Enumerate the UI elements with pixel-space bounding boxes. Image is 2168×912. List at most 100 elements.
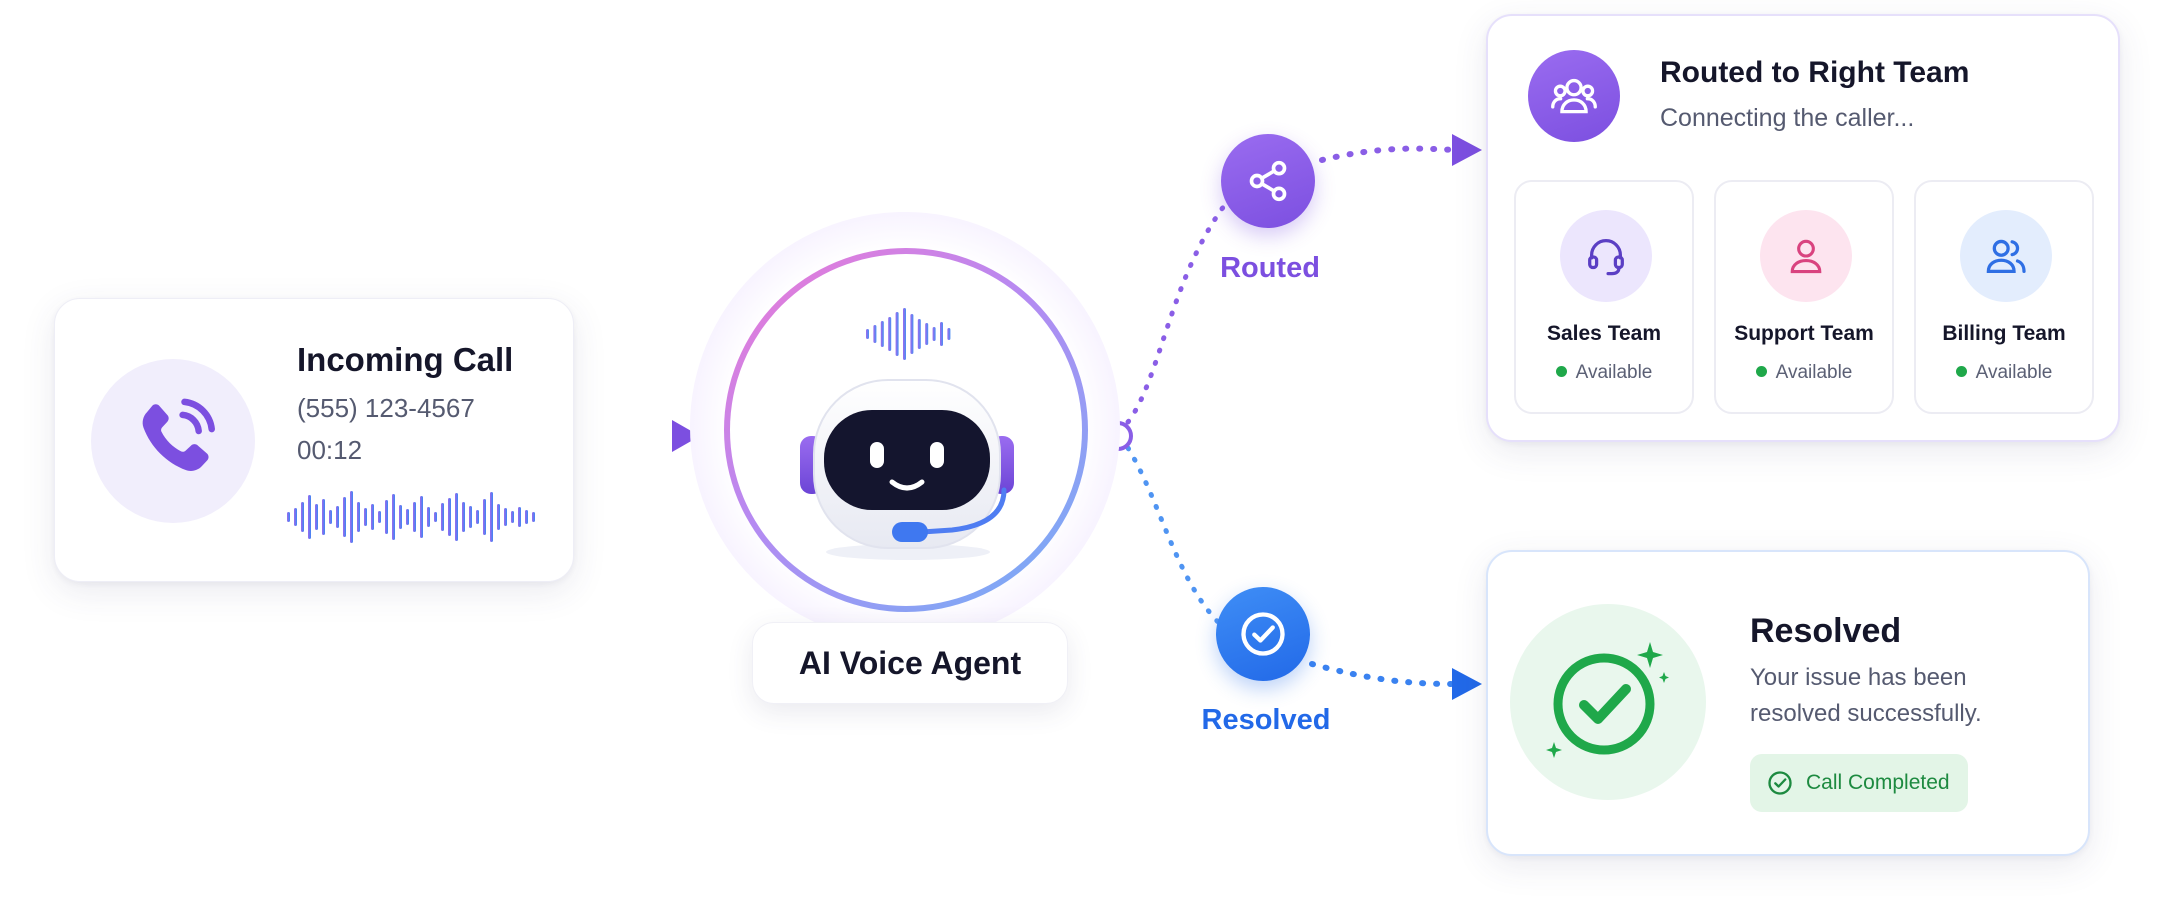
call-completed-badge[interactable]: Call Completed (1750, 754, 1968, 812)
waveform-bar (441, 503, 444, 531)
waveform-bar (910, 314, 914, 354)
waveform-bar (322, 499, 325, 535)
routed-node[interactable] (1221, 134, 1315, 228)
team-card-sales[interactable]: Sales Team Available (1514, 180, 1694, 414)
waveform-bar (448, 498, 451, 536)
waveform-bar (940, 322, 943, 346)
check-circle-icon (1241, 612, 1285, 656)
waveform-bar (873, 325, 877, 343)
waveform-bar (427, 507, 430, 527)
status-dot (1555, 366, 1567, 377)
waveform-bar (903, 308, 906, 360)
caller-number: (555) 123-4567 (297, 393, 475, 423)
status-text: Available (1575, 362, 1653, 383)
waveform-bar (532, 512, 535, 522)
waveform-bar (504, 508, 507, 526)
agent-label: AI Voice Agent (798, 644, 1022, 681)
resolved-label: Resolved (1201, 704, 1331, 736)
waveform-bar (483, 499, 486, 535)
waveform-bar (497, 504, 500, 530)
users-group-icon (1551, 78, 1597, 114)
waveform-bar (385, 500, 388, 534)
waveform-bar (343, 497, 346, 537)
team-card-support[interactable]: Support Team Available (1714, 180, 1894, 414)
waveform-bar (932, 327, 936, 341)
waveform-bar (947, 328, 951, 340)
status-text: Available (1775, 362, 1853, 383)
team-name: Sales Team (1546, 322, 1661, 345)
team-name: Support Team (1734, 322, 1874, 345)
call-title: Incoming Call (297, 341, 514, 378)
waveform-bar (917, 319, 921, 349)
waveform-bar (357, 502, 360, 532)
waveform-bar (350, 491, 353, 543)
waveform-bar (287, 512, 290, 522)
waveform-bar (888, 317, 892, 351)
check-small-icon (1768, 771, 1792, 795)
phone-ringing-icon (142, 398, 215, 471)
waveform-bar (880, 321, 884, 347)
resolved-arrow (1452, 668, 1482, 700)
waveform-bar (378, 511, 381, 523)
waveform-bar (315, 504, 318, 530)
waveform-bar (462, 502, 465, 532)
resolved-title: Resolved (1750, 612, 1902, 650)
waveform-bar (455, 493, 458, 541)
team-status: Available (1916, 362, 2092, 384)
incoming-call-card[interactable]: Incoming Call (555) 123-4567 00:12 (54, 298, 574, 582)
routed-icon-badge (1528, 50, 1620, 142)
waveform-bar (518, 507, 521, 527)
waveform-bar (371, 504, 374, 530)
waveform-bar (329, 510, 332, 524)
team-status: Available (1516, 362, 1692, 384)
routed-card-title: Routed to Right Team (1660, 56, 1970, 89)
resolved-message-line2: resolved successfully. (1750, 700, 1982, 727)
routed-arrow (1452, 134, 1482, 166)
team-status: Available (1716, 362, 1892, 384)
waveform-bar (392, 494, 395, 540)
waveform-bar (336, 506, 339, 528)
routed-team-card[interactable]: Routed to Right Team Connecting the call… (1486, 14, 2120, 442)
waveform-bar (399, 505, 402, 529)
resolved-card[interactable]: Resolved Your issue has been resolved su… (1486, 550, 2090, 856)
headset-icon (1560, 210, 1652, 302)
waveform-bar (406, 509, 409, 525)
waveform-bar (294, 508, 297, 526)
routed-to-card-connector (1319, 145, 1457, 163)
resolved-node[interactable] (1216, 587, 1310, 681)
agent-to-routed-connector (1125, 203, 1227, 425)
call-timer: 00:12 (297, 435, 363, 465)
agent-audio-waveform (866, 308, 951, 360)
waveform-bar (525, 510, 528, 524)
team-name: Billing Team (1942, 322, 2066, 345)
status-dot (1955, 366, 1967, 377)
waveform-bar (301, 502, 304, 532)
waveform-bar (420, 496, 423, 538)
waveform-bar (434, 512, 437, 522)
waveform-bar (413, 502, 416, 532)
agent-label-box: AI Voice Agent (752, 622, 1068, 704)
users-icon (1960, 210, 2052, 302)
waveform-bar (469, 506, 472, 528)
routed-label: Routed (1220, 252, 1320, 284)
waveform-bar (895, 312, 899, 356)
resolved-message-line1: Your issue has been (1750, 664, 1967, 691)
agent-to-resolved-connector (1125, 445, 1223, 627)
robot-headset-icon (800, 379, 1014, 560)
user-icon (1760, 210, 1852, 302)
waveform-bar (476, 510, 479, 524)
waveform-bar (308, 495, 311, 539)
share-icon (1249, 160, 1287, 202)
resolved-to-card-connector (1309, 661, 1457, 687)
waveform-bar (866, 329, 869, 339)
waveform-bar (925, 323, 929, 345)
status-dot (1755, 366, 1767, 377)
team-card-billing[interactable]: Billing Team Available (1914, 180, 2094, 414)
caller-audio-waveform (287, 491, 535, 543)
routed-card-subtitle: Connecting the caller... (1660, 104, 1915, 132)
waveform-bar (511, 511, 514, 523)
check-sparkle-icon (1510, 604, 1706, 800)
call-completed-text: Call Completed (1806, 771, 1950, 794)
phone-icon-badge (91, 359, 255, 523)
waveform-bar (364, 508, 367, 526)
